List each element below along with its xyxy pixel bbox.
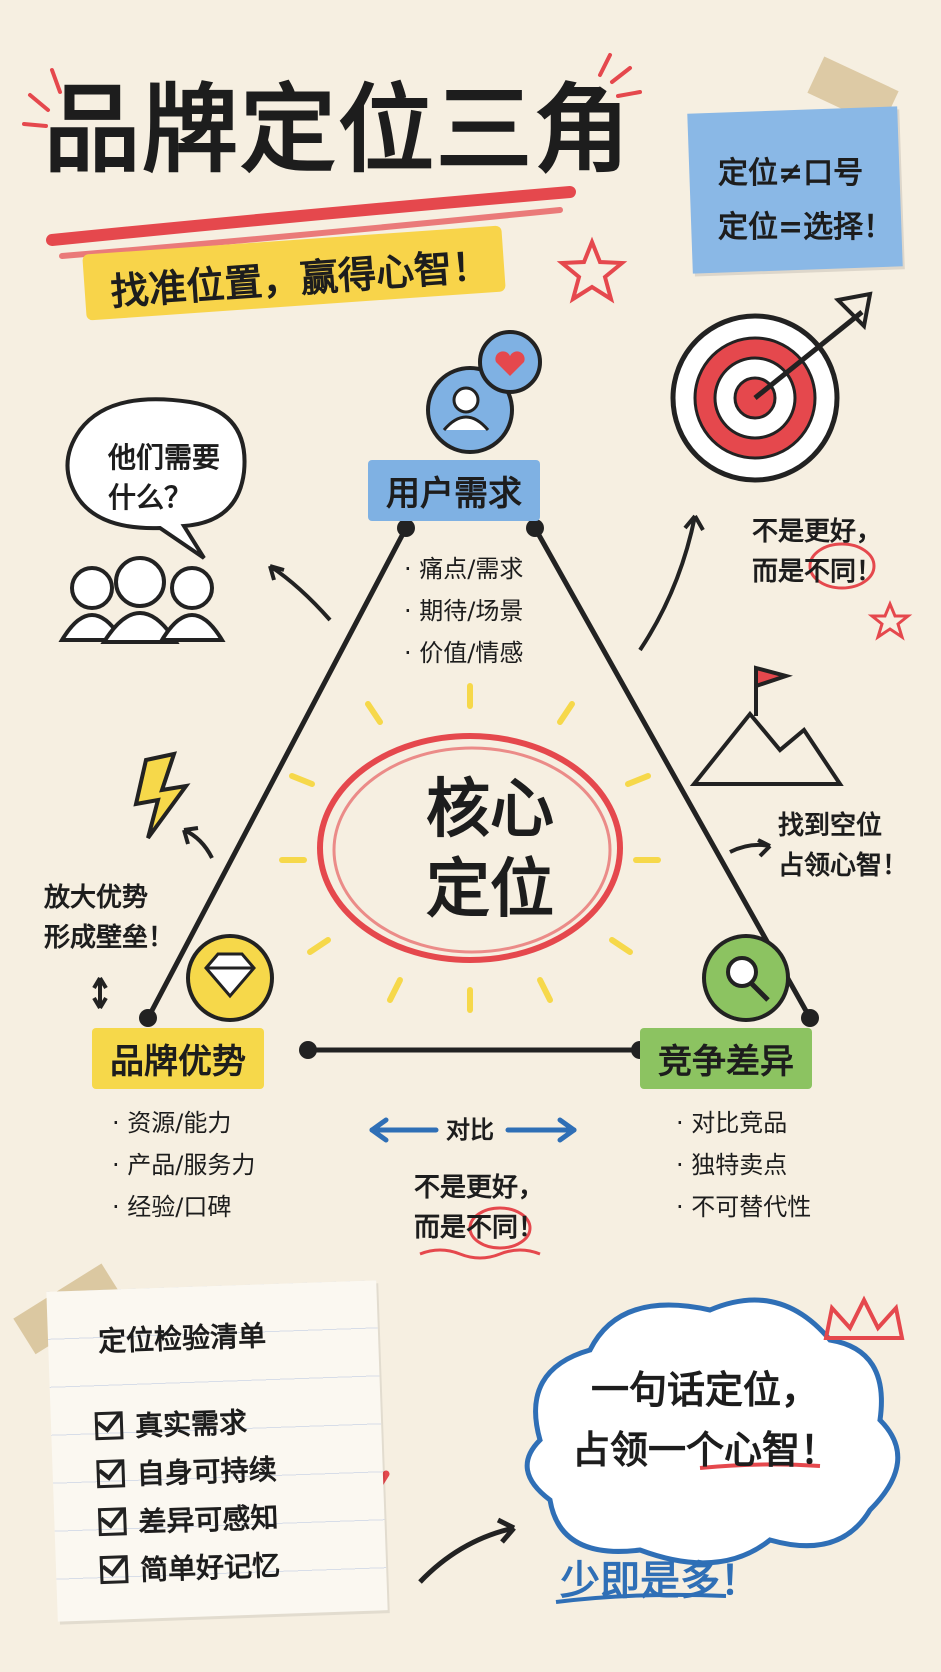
slogan-cloud (524, 1297, 901, 1566)
note-line-1: 定位≠口号 (718, 156, 864, 191)
node-label-brand-advantage: 品牌优势 (92, 1028, 264, 1089)
core-line-2: 定位 (426, 853, 554, 927)
highlight-circle-2 (808, 542, 876, 590)
checkbox-icon (94, 1411, 124, 1441)
arrow-to-cloud (418, 1517, 516, 1584)
checklist-item: 真实需求 (94, 1401, 248, 1446)
spark-marks (22, 53, 642, 128)
title-underline (46, 186, 576, 246)
comp-bullet-1: · 对比竞品 (676, 1109, 788, 1137)
checkbox-icon (97, 1507, 127, 1537)
comp-bullet-2: · 独特卖点 (676, 1151, 788, 1179)
core-positioning: 核心 定位 (390, 770, 590, 930)
double-arrow-vertical (92, 976, 108, 1010)
amplify-note-line-2: 形成壁垒！ (44, 923, 175, 953)
user-bullet-2: · 期待/场景 (404, 597, 524, 625)
star-icon (556, 236, 628, 304)
comp-bullet-3: · 不可替代性 (676, 1193, 812, 1221)
closing-underline (555, 1592, 727, 1604)
compare-label: 对比 (446, 1116, 494, 1144)
user-bullet-3: · 价值/情感 (404, 639, 524, 667)
target-note-line-1: 不是更好， (752, 517, 883, 547)
crown-icon (823, 1295, 905, 1340)
speech-line-2: 什么？ (108, 481, 193, 514)
lightning-icon (133, 751, 191, 840)
people-icon (58, 556, 226, 644)
adv-bullet-1: · 资源/能力 (112, 1109, 232, 1137)
compare-arrows (369, 1117, 577, 1143)
slogan-underline (699, 1462, 821, 1470)
arrow-to-target (638, 514, 705, 652)
arrow-to-lightning (182, 826, 214, 859)
checklist-item: 自身可持续 (96, 1448, 277, 1494)
flag-note-line-2: 占领心智！ (778, 851, 909, 881)
speech-line-1: 他们需要 (108, 441, 221, 474)
checklist-item: 简单好记忆 (99, 1544, 281, 1590)
checklist-title: 定位检验清单 (97, 1319, 267, 1359)
node-label-user-needs: 用户需求 (368, 460, 540, 521)
arrow-to-flag (729, 838, 772, 858)
slogan: 一句话定位， 占领一个心智！ (540, 1360, 870, 1480)
core-circle (317, 733, 623, 963)
bottom-note-line-1: 不是更好， (414, 1173, 545, 1203)
title-underline-2 (59, 207, 563, 259)
checklist-item: 差异可感知 (97, 1496, 279, 1542)
adv-bullet-3: · 经验/口碑 (112, 1193, 232, 1221)
star-icon-small (867, 600, 913, 641)
slogan-line-2: 占领一个心智！ (571, 1428, 838, 1472)
flag-note-line-1: 找到空位 (778, 811, 883, 841)
target-note-line-2: 而是不同！ (752, 557, 883, 587)
bottom-note-line-2: 而是不同！ (414, 1213, 545, 1243)
sun-rays (279, 683, 661, 1013)
note-line-2: 定位=选择！ (718, 210, 894, 245)
core-line-1: 核心 (426, 773, 554, 847)
closing-text: 少即是多！ (560, 1558, 760, 1604)
arrow-to-people (268, 564, 332, 622)
amplify-note-line-1: 放大优势 (44, 883, 149, 913)
slogan-line-1: 一句话定位， (590, 1368, 819, 1412)
checklist-card: 定位检验清单 真实需求 自身可持续 差异可感知 简单好记忆 (46, 1280, 388, 1622)
positioning-triangle (145, 525, 813, 1053)
checkbox-icon (99, 1555, 129, 1585)
adv-bullet-2: · 产品/服务力 (112, 1151, 256, 1179)
user-bullet-1: · 痛点/需求 (404, 555, 524, 583)
checkbox-icon (96, 1459, 126, 1489)
page-title: 品牌定位三角 (44, 74, 632, 186)
bottom-underline (419, 1248, 541, 1260)
speech-bubble (65, 397, 247, 560)
mountain-flag-icon (689, 665, 844, 786)
node-label-competition: 竞争差异 (640, 1028, 812, 1089)
highlight-circle (468, 1206, 532, 1250)
target-icon (670, 291, 873, 483)
